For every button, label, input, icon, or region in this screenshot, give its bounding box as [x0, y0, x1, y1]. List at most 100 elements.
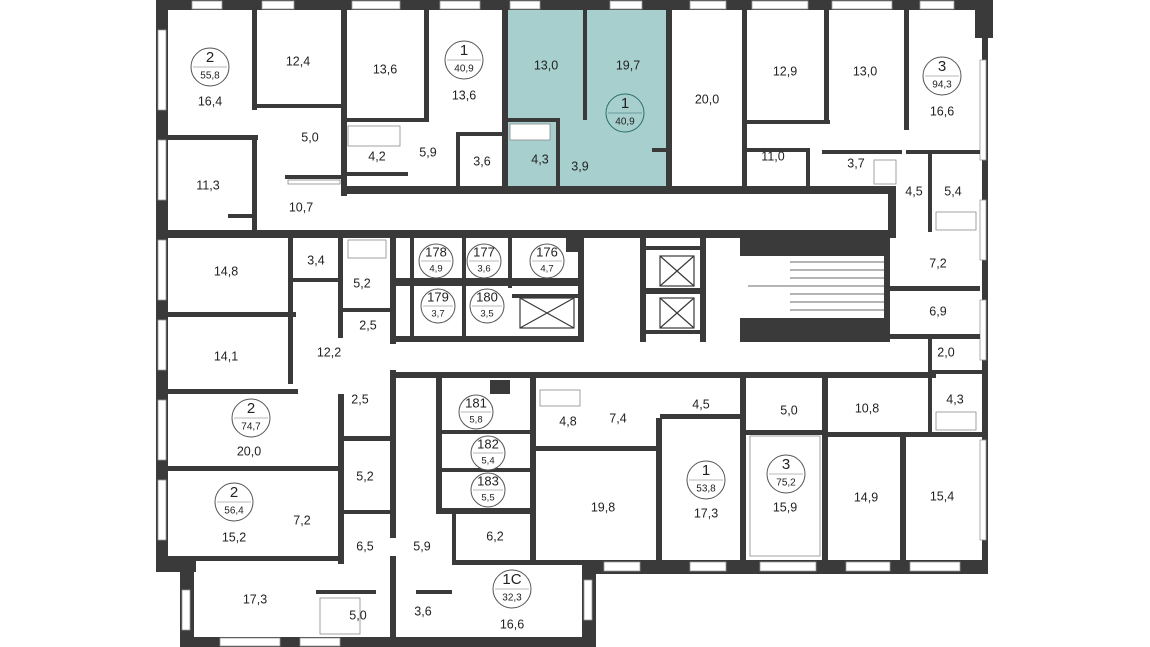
room-area: 3,6: [414, 604, 431, 618]
room-area: 13,0: [853, 64, 877, 78]
apartment-rooms: 3: [938, 58, 946, 75]
apartment-area: 32,3: [502, 593, 522, 604]
apartment-rooms: 2: [230, 484, 238, 501]
room-area: 7,2: [929, 256, 946, 270]
apartment-marker[interactable]: 1 40,9: [444, 40, 484, 80]
room-area: 16,4: [198, 94, 222, 108]
apartment-area: 53,8: [696, 484, 716, 495]
apartment-marker[interactable]: 2 74,7: [231, 398, 271, 438]
room-area: 11,3: [196, 178, 219, 192]
storage-number: 181: [465, 395, 487, 410]
room-area: 10,7: [289, 200, 313, 214]
room-area: 19,7: [616, 58, 640, 72]
room-area: 5,9: [413, 539, 430, 553]
storage-marker[interactable]: 177 3,6: [466, 243, 502, 279]
apartment-area: 40,9: [615, 117, 635, 128]
room-area: 20,0: [237, 444, 261, 458]
room-area: 5,2: [353, 276, 370, 290]
apartment-markers: 2 55,8 1 40,9 1 40,9 3 94,3 2 74,7: [190, 40, 962, 609]
room-area: 13,6: [452, 88, 476, 102]
storage-area: 5,8: [469, 415, 482, 426]
apartment-rooms: 1: [460, 42, 468, 59]
room-area: 12,9: [773, 64, 797, 78]
storage-number: 179: [427, 289, 449, 304]
room-area: 5,0: [780, 403, 797, 417]
storage-area: 4,7: [540, 264, 553, 275]
room-area: 3,6: [473, 154, 490, 168]
storage-marker[interactable]: 182 5,4: [470, 435, 506, 471]
apartment-marker[interactable]: 1 53,8: [686, 460, 726, 500]
apartment-marker[interactable]: 2 56,4: [214, 482, 254, 522]
room-area: 2,5: [351, 392, 368, 406]
apartment-area: 75,2: [776, 478, 796, 489]
room-area: 4,5: [905, 184, 922, 198]
apartment-rooms: 1: [621, 95, 629, 112]
storage-number: 180: [476, 289, 498, 304]
interior-walls: [168, 10, 982, 637]
storage-area: 3,6: [477, 264, 490, 275]
room-area: 20,0: [695, 92, 719, 106]
apartment-marker[interactable]: 3 94,3: [922, 56, 962, 96]
storage-marker[interactable]: 178 4,9: [418, 243, 454, 279]
apartment-area: 74,7: [241, 422, 261, 433]
room-area: 17,3: [694, 506, 718, 520]
room-area: 6,9: [929, 304, 946, 318]
room-area: 4,2: [368, 149, 385, 163]
room-area: 4,8: [559, 414, 576, 428]
apartment-area: 40,9: [454, 64, 474, 75]
storage-number: 177: [473, 244, 495, 259]
room-area: 17,3: [243, 592, 267, 606]
room-area: 15,4: [930, 489, 954, 503]
room-area: 15,9: [773, 500, 797, 514]
apartment-rooms: 1С: [502, 571, 521, 588]
room-area: 10,8: [855, 401, 879, 415]
storage-number: 183: [477, 473, 499, 488]
room-area: 15,2: [222, 530, 246, 544]
storage-area: 3,5: [480, 309, 493, 320]
room-area: 13,6: [373, 62, 397, 76]
storage-marker[interactable]: 179 3,7: [420, 288, 456, 324]
room-area: 7,2: [293, 513, 310, 527]
room-area: 14,1: [214, 349, 238, 363]
storage-marker[interactable]: 180 3,5: [469, 288, 505, 324]
room-area: 2,5: [359, 318, 376, 332]
room-area: 16,6: [930, 104, 954, 118]
room-area: 4,3: [531, 152, 548, 166]
room-area: 12,4: [286, 54, 310, 68]
storage-markers: 178 4,9 177 3,6 176 4,7 179 3,7 180 3,5: [418, 243, 565, 508]
storage-area: 4,9: [429, 264, 442, 275]
room-area: 12,2: [317, 345, 341, 359]
apartment-area: 56,4: [224, 506, 244, 517]
elevator-stair-core: [519, 255, 884, 329]
room-area: 14,9: [854, 490, 878, 504]
apartment-rooms: 1: [702, 462, 710, 479]
room-area: 13,0: [534, 58, 558, 72]
room-labels: 16,4 12,4 13,6 13,6 13,0 19,7 20,0 12,9 …: [196, 54, 963, 631]
room-area: 4,5: [692, 397, 709, 411]
apartment-marker[interactable]: 2 55,8: [190, 47, 230, 87]
storage-marker[interactable]: 181 5,8: [458, 394, 494, 430]
room-area: 6,2: [486, 529, 503, 543]
apartment-rooms: 2: [206, 49, 214, 66]
room-area: 5,2: [356, 469, 373, 483]
room-area: 5,0: [301, 130, 318, 144]
apartment-marker[interactable]: 1С 32,3: [492, 569, 532, 609]
storage-number: 178: [425, 244, 447, 259]
room-area: 2,0: [937, 345, 954, 359]
room-area: 3,7: [847, 156, 864, 170]
room-area: 6,5: [356, 539, 373, 553]
storage-number: 182: [477, 436, 499, 451]
apartment-rooms: 3: [782, 456, 790, 473]
room-area: 11,0: [761, 149, 784, 163]
room-area: 7,4: [609, 411, 626, 425]
room-area: 5,9: [419, 145, 436, 159]
storage-number: 176: [536, 244, 558, 259]
exterior-walls: [156, 0, 993, 647]
apartment-marker[interactable]: 3 75,2: [766, 454, 806, 494]
storage-area: 5,5: [481, 493, 494, 504]
apartment-marker-highlighted[interactable]: 1 40,9: [605, 93, 645, 133]
storage-marker[interactable]: 183 5,5: [470, 472, 506, 508]
storage-marker[interactable]: 176 4,7: [529, 243, 565, 279]
room-area: 14,8: [214, 264, 238, 278]
